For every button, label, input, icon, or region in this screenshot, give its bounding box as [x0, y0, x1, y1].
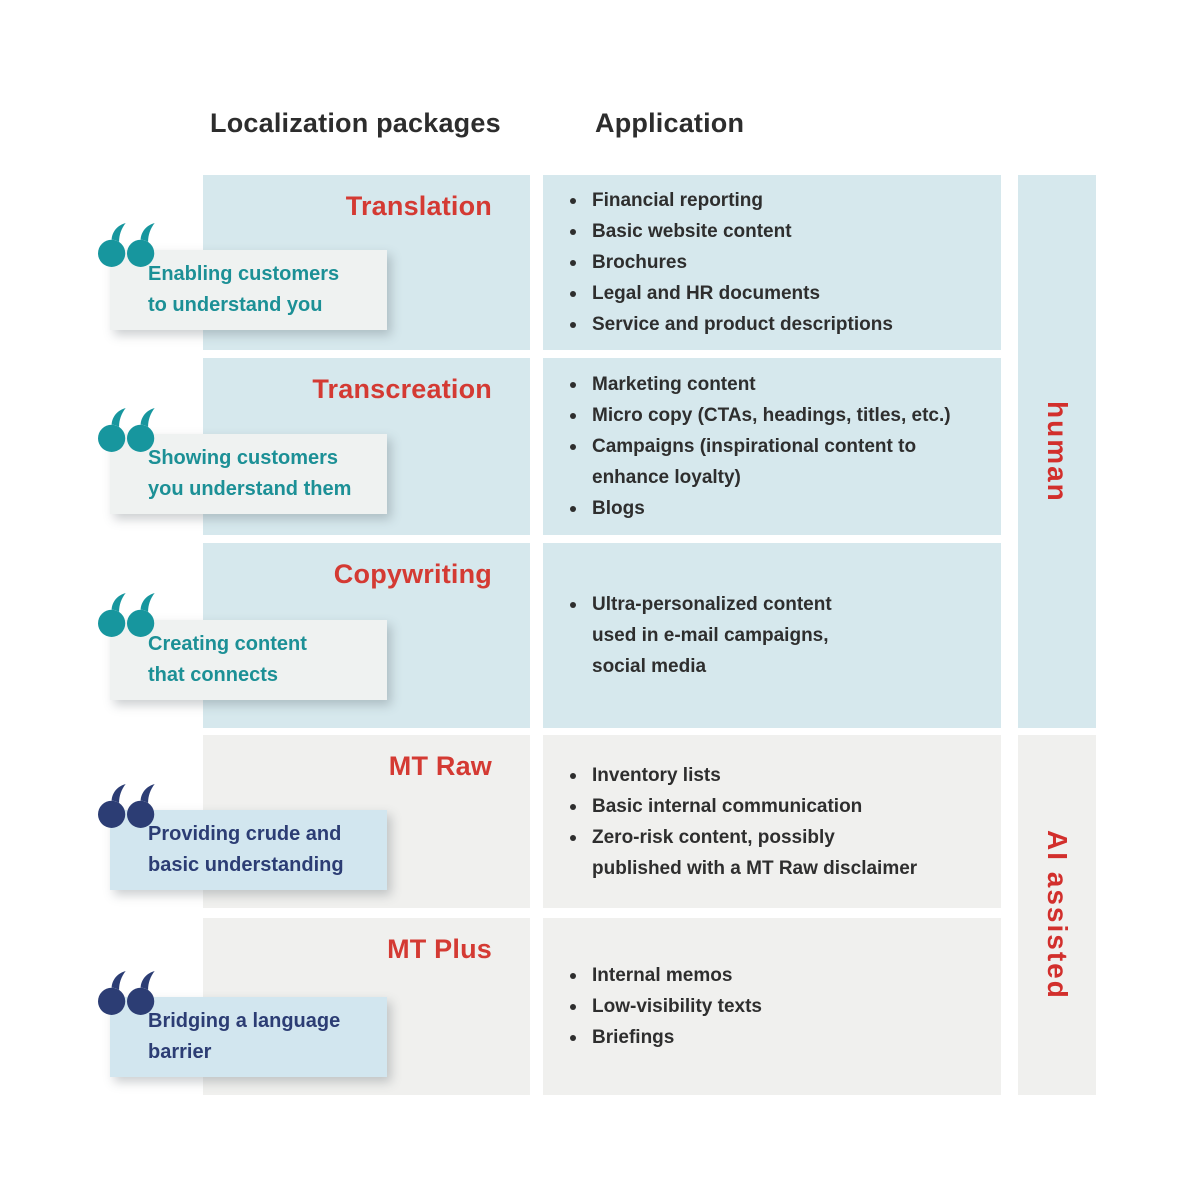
application-item: Service and product descriptions	[568, 309, 1001, 340]
quote-callout: Bridging a language barrier	[110, 997, 387, 1077]
application-item: Ultra-personalized content used in e-mai…	[568, 589, 1001, 682]
quote-text: Enabling customers to understand you	[148, 263, 340, 316]
quote-icon	[98, 592, 156, 638]
package-title: Transcreation	[312, 374, 492, 404]
package-title: Translation	[345, 191, 492, 221]
application-item: Internal memos	[568, 960, 1001, 991]
quote-callout: Creating content that connects	[110, 620, 387, 700]
application-item: Zero-risk content, possibly published wi…	[568, 822, 1001, 884]
application-item: Brochures	[568, 247, 1001, 278]
application-item: Inventory lists	[568, 760, 1001, 791]
application-panel: Ultra-personalized content used in e-mai…	[543, 543, 1001, 728]
package-title: Copywriting	[333, 559, 492, 589]
quote-text: Bridging a language barrier	[148, 1010, 341, 1063]
application-item: Blogs	[568, 493, 1001, 524]
application-item: Legal and HR documents	[568, 278, 1001, 309]
application-list: Ultra-personalized content used in e-mai…	[543, 589, 1001, 682]
quote-icon	[98, 407, 156, 453]
column-header-packages: Localization packages	[210, 108, 501, 138]
application-list: Financial reporting Basic website conten…	[543, 185, 1001, 340]
application-panel: Financial reporting Basic website conten…	[543, 175, 1001, 350]
application-item: Marketing content	[568, 369, 1001, 400]
quote-text: Creating content that connects	[148, 633, 307, 686]
application-item: Financial reporting	[568, 185, 1001, 216]
application-list: Inventory lists Basic internal communica…	[543, 760, 1001, 884]
quote-text: Showing customers you understand them	[148, 447, 352, 500]
application-list: Internal memos Low-visibility texts Brie…	[543, 960, 1001, 1053]
quote-icon	[98, 783, 156, 829]
category-band-human: human	[1018, 175, 1096, 728]
column-header-application: Application	[595, 108, 745, 138]
quote-icon	[98, 970, 156, 1016]
application-item: Campaigns (inspirational content to enha…	[568, 431, 1001, 493]
application-panel: Internal memos Low-visibility texts Brie…	[543, 918, 1001, 1095]
application-list: Marketing content Micro copy (CTAs, head…	[543, 369, 1001, 524]
application-item: Low-visibility texts	[568, 991, 1001, 1022]
application-panel: Marketing content Micro copy (CTAs, head…	[543, 358, 1001, 535]
quote-callout: Providing crude and basic understanding	[110, 810, 387, 890]
package-title: MT Raw	[388, 751, 492, 781]
application-item: Briefings	[568, 1022, 1001, 1053]
category-label-ai-assisted: AI assisted	[1042, 830, 1073, 1000]
application-item: Micro copy (CTAs, headings, titles, etc.…	[568, 400, 1001, 431]
category-label-human: human	[1042, 400, 1073, 503]
application-item: Basic internal communication	[568, 791, 1001, 822]
package-title: MT Plus	[387, 934, 492, 964]
quote-icon	[98, 222, 156, 268]
application-panel: Inventory lists Basic internal communica…	[543, 735, 1001, 908]
category-band-ai-assisted: AI assisted	[1018, 735, 1096, 1095]
application-item: Basic website content	[568, 216, 1001, 247]
quote-callout: Enabling customers to understand you	[110, 250, 387, 330]
quote-callout: Showing customers you understand them	[110, 434, 387, 514]
quote-text: Providing crude and basic understanding	[148, 823, 344, 876]
